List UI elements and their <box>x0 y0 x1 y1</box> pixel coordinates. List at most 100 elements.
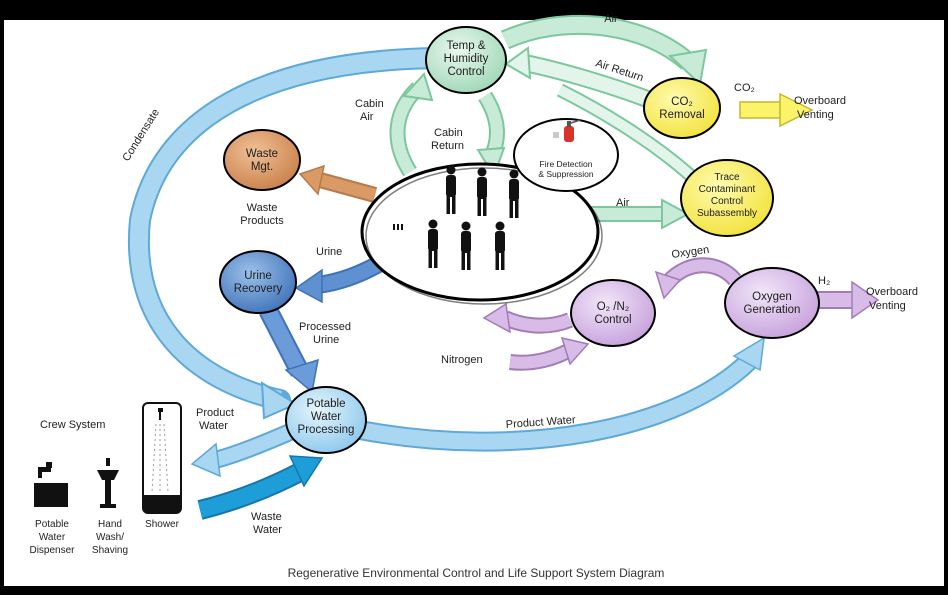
temp-humidity-node <box>425 26 507 94</box>
waste-water-line-2: Water <box>253 524 282 536</box>
waste-arrow <box>318 174 377 201</box>
urine-recovery-node <box>219 250 297 314</box>
potable-water-line-3: Processing <box>298 424 355 436</box>
co2-vent-arrowhead <box>779 92 814 128</box>
temp-humidity-line-1: Temp & <box>447 40 486 52</box>
product-water-right-arrowhead <box>732 336 765 372</box>
waste-mgt-line-1: Waste <box>246 148 278 160</box>
cabin-air-line-2: Air <box>360 111 374 123</box>
h2-arrowhead <box>851 280 880 320</box>
nitrogen-arrowhead <box>560 336 590 366</box>
product-water-left-arrow <box>213 425 293 467</box>
condensate-arrowhead <box>260 381 299 420</box>
air-top-arrowhead <box>667 48 708 86</box>
cabin-return-line-1: Cabin <box>434 127 463 139</box>
faucet-icon <box>34 462 68 507</box>
co2-label: CO₂ <box>734 82 755 94</box>
overboard-2-line-1: Overboard <box>866 286 918 298</box>
shower-label: Shower <box>145 519 180 530</box>
waste-water-arrowhead <box>288 455 324 488</box>
trace-return-arrow <box>557 85 694 179</box>
product-water-right-arrow <box>358 354 756 450</box>
oxygen-label: Oxygen <box>671 244 710 261</box>
crew-system-label: Crew System <box>40 419 105 431</box>
processed-urine-arrow <box>260 306 308 376</box>
fire-detection-line-1: Fire Detection <box>540 159 593 169</box>
oxygen-gen-line-2: Generation <box>744 304 801 316</box>
hand-wash-line-3: Shaving <box>92 545 128 556</box>
waste-arrowhead <box>298 164 326 196</box>
condensate-arrow <box>129 49 441 409</box>
o2n2-control-node <box>570 279 656 347</box>
air-mid-label: Air <box>616 197 630 209</box>
sink-icon <box>97 458 119 508</box>
urine-label: Urine <box>316 246 342 258</box>
fire-detection-node <box>513 118 619 192</box>
co2-vent-shaft <box>739 101 783 119</box>
air-top-label: Air <box>604 13 618 25</box>
oxygen-gen-line-1: Oxygen <box>752 291 792 303</box>
diagram-caption: Regenerative Environmental Control and L… <box>288 566 665 580</box>
potable-water-node <box>285 386 367 454</box>
trace-line-2: Contaminant <box>699 184 756 195</box>
nitrogen-label: Nitrogen <box>441 354 483 366</box>
potable-dispenser-line-3: Dispenser <box>29 545 75 556</box>
potable-water-line-2: Water <box>311 411 341 423</box>
fire-detection-line-2: & Suppression <box>538 169 594 179</box>
potable-dispenser-line-2: Water <box>39 532 66 543</box>
product-water-left-arrowhead <box>190 442 221 478</box>
trace-line-1: Trace <box>714 172 740 183</box>
o2n2-line-1: O₂ /N₂ <box>597 301 630 313</box>
hand-wash-line-1: Hand <box>98 519 122 530</box>
product-water-left-line-2: Water <box>199 420 228 432</box>
temp-humidity-line-2: Humidity <box>444 53 489 65</box>
potable-water-line-1: Potable <box>306 398 345 410</box>
trace-contaminant-node <box>680 159 774 237</box>
trace-line-4: Subassembly <box>697 208 757 219</box>
urine-arrowhead <box>294 268 323 304</box>
co2-removal-line-2: Removal <box>659 109 704 121</box>
waste-water-arrow <box>198 464 304 518</box>
waste-mgt-line-2: Mgt. <box>251 161 273 173</box>
crew-habitat <box>360 162 600 302</box>
rack-icon <box>393 224 403 230</box>
processed-urine-line-1: Processed <box>299 321 351 333</box>
urine-recovery-line-1: Urine <box>244 270 271 282</box>
product-water-right-label: Product Water <box>505 414 576 431</box>
o2n2-out-arrow <box>502 312 573 332</box>
air-return-arrowhead <box>504 46 532 80</box>
waste-products-line-2: Products <box>240 215 284 227</box>
fire-extinguisher-icon <box>553 119 581 142</box>
shower-icon <box>142 402 182 514</box>
processed-urine-arrowhead <box>284 358 319 394</box>
air-mid-arrowhead <box>661 198 691 230</box>
potable-dispenser-line-1: Potable <box>35 519 69 530</box>
oxygen-arrow <box>663 259 740 287</box>
crew-figures <box>428 165 519 270</box>
waste-mgt-node <box>223 129 301 191</box>
air-return-arrow <box>518 55 653 107</box>
cabin-air-arrowhead <box>401 72 434 102</box>
o2n2-line-2: Control <box>594 314 631 326</box>
top-strip <box>0 0 948 14</box>
oxygen-generation-node <box>724 267 820 339</box>
air-top-arrow <box>501 16 694 69</box>
trace-line-3: Control <box>711 196 743 207</box>
temp-humidity-line-3: Control <box>447 66 484 78</box>
co2-removal-line-1: CO₂ <box>671 96 693 108</box>
cabin-return-line-2: Return <box>431 140 464 152</box>
overboard-2-line-2: Venting <box>869 300 906 312</box>
hand-wash-line-2: Wash/ <box>96 532 124 543</box>
overboard-1-line-2: Venting <box>797 109 834 121</box>
waste-water-line-1: Waste <box>251 511 282 523</box>
overboard-1-line-1: Overboard <box>794 95 846 107</box>
urine-recovery-line-2: Recovery <box>234 283 283 295</box>
processed-urine-line-2: Urine <box>313 334 339 346</box>
cabin-air-line-1: Cabin <box>355 98 384 110</box>
h2-label: H₂ <box>818 275 830 287</box>
o2n2-out-arrowhead <box>482 302 511 334</box>
product-water-left-line-1: Product <box>196 407 234 419</box>
waste-products-line-1: Waste <box>247 202 278 214</box>
